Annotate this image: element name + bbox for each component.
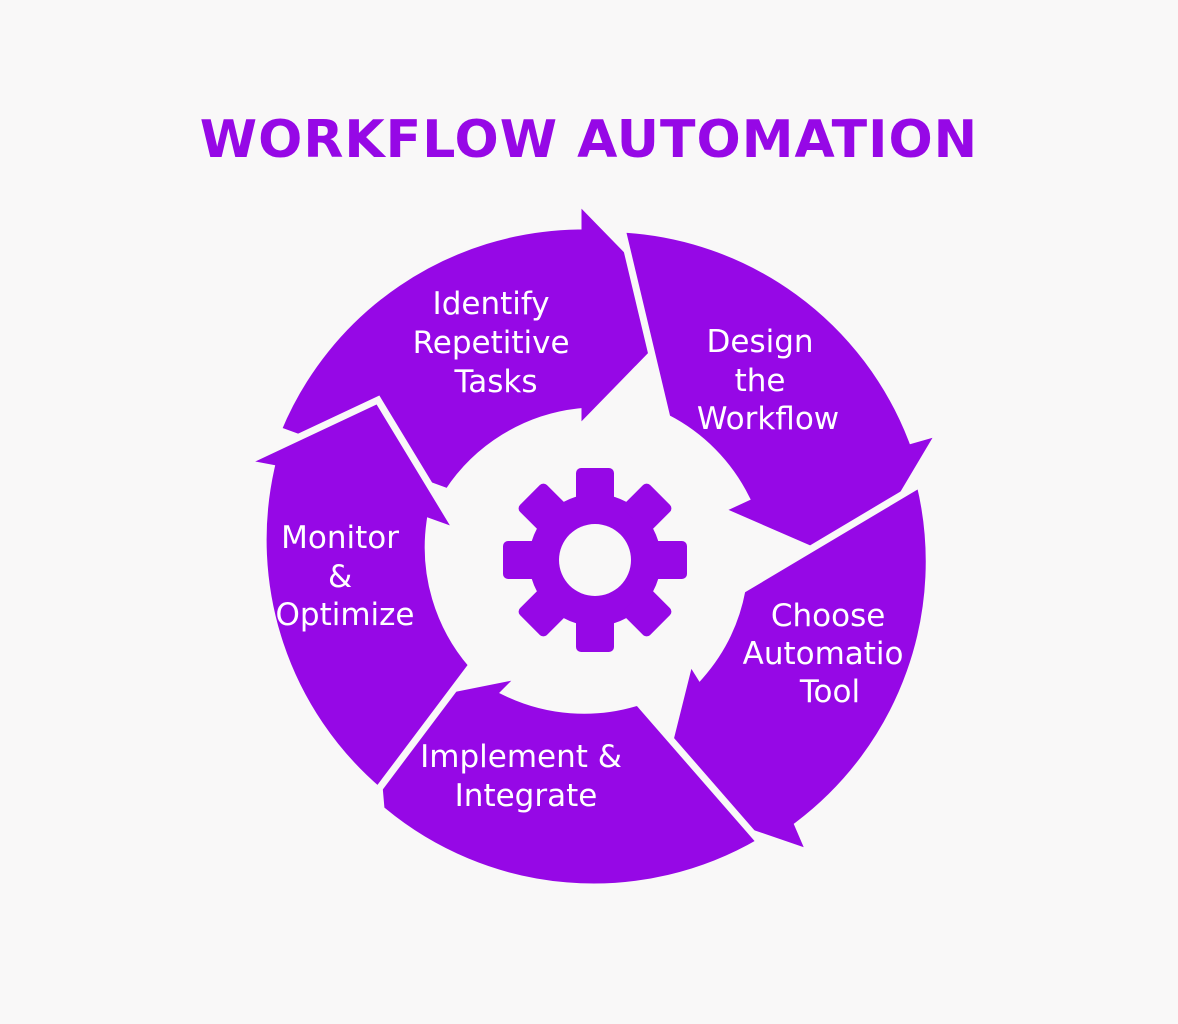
step-label-implement: Implement & Integrate — [420, 739, 632, 814]
step-label-line: & — [328, 559, 352, 595]
diagram-title: WORKFLOW AUTOMATION — [199, 110, 979, 170]
step-label-line: the — [735, 363, 786, 399]
cycle-arrows — [232, 191, 948, 891]
step-arrow-design — [617, 225, 948, 575]
step-label-line: Choose — [771, 598, 885, 634]
gear-icon — [503, 468, 687, 652]
step-label-line: Tool — [799, 674, 860, 710]
step-label-line: Workflow — [697, 401, 839, 437]
step-label-identify: Identify Repetitive Tasks — [413, 286, 580, 400]
step-label-line: Integrate — [455, 778, 598, 814]
step-label-design: Design the Workflow — [697, 324, 839, 437]
step-label-line: Implement & — [420, 739, 622, 775]
step-label-line: Monitor — [281, 520, 399, 556]
step-label-choose: Choose Automatio Tool — [743, 598, 914, 710]
step-label-line: Automatio — [743, 636, 904, 672]
step-arrow-choose — [650, 478, 933, 859]
step-label-line: Design — [707, 324, 814, 360]
step-label-line: Tasks — [453, 364, 537, 400]
step-arrow-monitor — [232, 395, 477, 796]
step-label-line: Repetitive — [413, 325, 570, 361]
step-arrow-implement — [368, 669, 766, 891]
step-label-line: Identify — [433, 286, 550, 322]
step-label-line: Optimize — [275, 597, 414, 633]
step-label-monitor: Monitor & Optimize — [275, 520, 414, 633]
